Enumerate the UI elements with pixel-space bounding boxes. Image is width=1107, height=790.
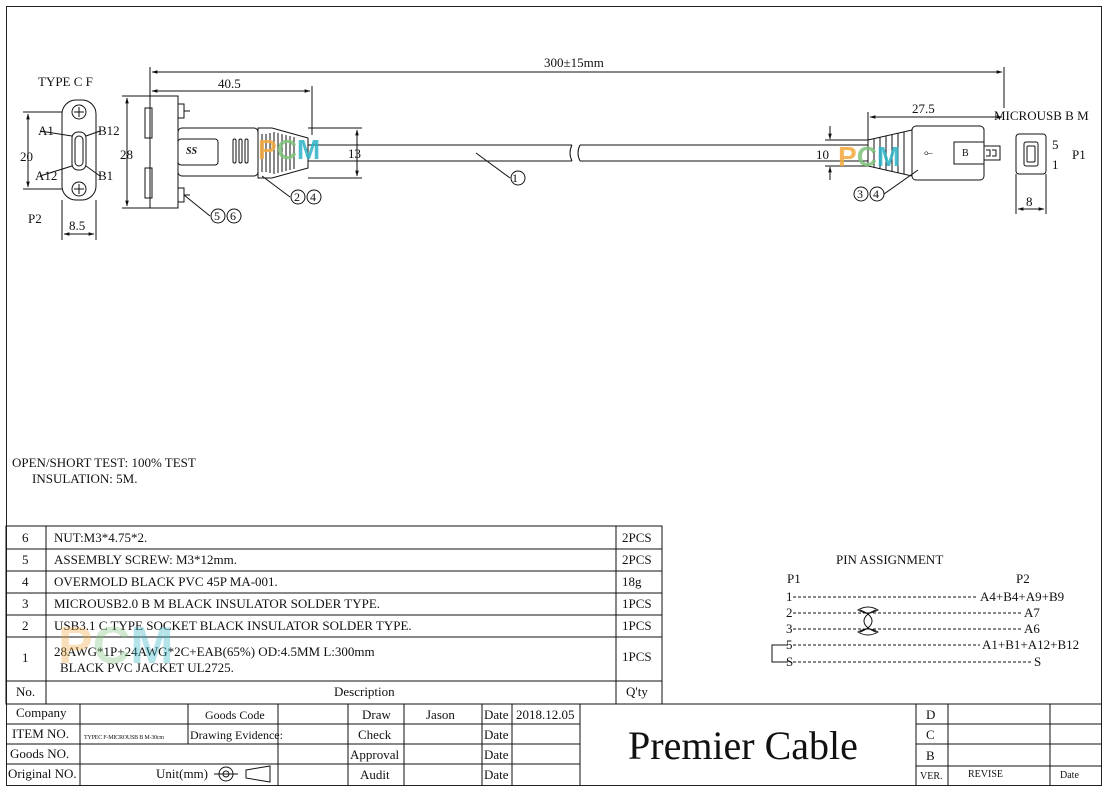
rev-c: C bbox=[926, 727, 935, 742]
callout-4b: 4 bbox=[873, 187, 879, 201]
pin-label-a12: A12 bbox=[35, 168, 58, 183]
pin-assignment-title: PIN ASSIGNMENT bbox=[836, 552, 944, 567]
pin-left-header: P1 bbox=[787, 571, 801, 586]
tb-date-1: Date bbox=[484, 707, 509, 722]
pin-label-a1: A1 bbox=[38, 123, 54, 138]
tb-goods-code: Goods Code bbox=[205, 708, 265, 722]
note-insulation: INSULATION: 5M. bbox=[32, 471, 138, 486]
brand-title: Premier Cable bbox=[628, 723, 858, 768]
bom-row-desc: 28AWG*1P+24AWG*2C+EAB(65%) OD:4.5MM L:30… bbox=[54, 644, 375, 659]
right-pin-top: 5 bbox=[1052, 137, 1059, 152]
note-test: OPEN/SHORT TEST: 100% TEST bbox=[12, 455, 196, 470]
bom-row-desc: USB3.1 C TYPE SOCKET BLACK INSULATOR SOL… bbox=[54, 618, 412, 633]
pin-line-right: A4+B4+A9+B9 bbox=[980, 589, 1065, 604]
bom-row-no: 1 bbox=[22, 650, 29, 665]
bom-row-desc: NUT:M3*4.75*2. bbox=[54, 530, 148, 545]
tb-company: Company bbox=[16, 705, 67, 720]
pin-line-left: 3 bbox=[786, 621, 793, 636]
pin-right-header: P2 bbox=[1016, 571, 1030, 586]
pin-line-left: 5 bbox=[786, 637, 793, 652]
pcm-watermark-table: PCM bbox=[58, 617, 174, 675]
tb-date-value: 2018.12.05 bbox=[516, 707, 575, 722]
dim-left-length: 40.5 bbox=[218, 76, 241, 91]
callout-1: 1 bbox=[512, 171, 518, 185]
dim-overall: 300±15mm bbox=[544, 55, 604, 70]
usb-icon: ⟜ bbox=[924, 147, 933, 159]
pcm-watermark-left: PCM bbox=[258, 134, 321, 165]
rev-b: B bbox=[926, 748, 935, 763]
tb-date-3: Date bbox=[484, 747, 509, 762]
tb-original-no: Original NO. bbox=[8, 766, 77, 781]
pin-line-right: A6 bbox=[1024, 621, 1040, 636]
pin-line-right: A1+B1+A12+B12 bbox=[982, 637, 1080, 652]
tb-unit: Unit(mm) bbox=[156, 766, 208, 781]
tb-check: Check bbox=[358, 727, 392, 742]
rev-revise: REVISE bbox=[968, 769, 1003, 780]
rev-d: D bbox=[926, 707, 936, 722]
dim-left-body-height: 28 bbox=[120, 147, 133, 162]
bom-row-no: 6 bbox=[22, 530, 29, 545]
bom-row-qty: 1PCS bbox=[622, 618, 652, 633]
bom-header-qty: Q'ty bbox=[626, 684, 648, 699]
pin-label-b12: B12 bbox=[98, 123, 120, 138]
right-pin-bottom: 1 bbox=[1052, 157, 1059, 172]
dim-right-length: 27.5 bbox=[912, 101, 935, 116]
dim-left-width: 8.5 bbox=[69, 218, 86, 233]
bom-row-qty: 2PCS bbox=[622, 530, 652, 545]
pin-label-b1: B1 bbox=[98, 168, 114, 183]
tb-item-value: TYPEC F-MICROUSB B M-30cm bbox=[84, 735, 164, 741]
usb-ss-logo: SS bbox=[186, 146, 198, 157]
tb-audit: Audit bbox=[360, 767, 390, 782]
callout-6: 6 bbox=[230, 209, 236, 223]
left-port-label: P2 bbox=[28, 211, 42, 226]
micro-b-letter: B bbox=[962, 148, 969, 159]
tb-draw: Draw bbox=[362, 707, 391, 722]
bom-header-desc: Description bbox=[334, 684, 395, 699]
pin-line-right: A7 bbox=[1024, 605, 1040, 620]
bom-row-desc: OVERMOLD BLACK PVC 45P MA-001. bbox=[54, 574, 278, 589]
dim-right-width: 8 bbox=[1026, 194, 1033, 209]
tb-date-2: Date bbox=[484, 727, 509, 742]
tb-goods-no: Goods NO. bbox=[10, 746, 70, 761]
bom-row-no: 5 bbox=[22, 552, 29, 567]
tb-item-no: ITEM NO. bbox=[12, 726, 70, 741]
pcm-watermark-right: PCM bbox=[838, 141, 901, 172]
bom-row-qty: 1PCS bbox=[622, 596, 652, 611]
right-connector-label: MICROUSB B M bbox=[994, 108, 1089, 123]
tb-date-4: Date bbox=[484, 767, 509, 782]
pin-line-right: S bbox=[1034, 654, 1042, 669]
bom-row-desc: MICROUSB2.0 B M BLACK INSULATOR SOLDER T… bbox=[54, 596, 381, 611]
bom-row-desc2: BLACK PVC JACKET UL2725. bbox=[60, 660, 234, 675]
bom-row-desc: ASSEMBLY SCREW: M3*12mm. bbox=[54, 552, 238, 567]
callout-4a: 4 bbox=[310, 190, 316, 204]
dim-left-height: 20 bbox=[20, 149, 33, 164]
tb-drawing-evidence: Drawing Evidence: bbox=[190, 728, 283, 742]
left-connector-label: TYPE C F bbox=[38, 74, 93, 89]
rev-date: Date bbox=[1060, 770, 1079, 781]
dim-left-mold-height: 13 bbox=[348, 146, 361, 161]
bom-row-no: 4 bbox=[22, 574, 29, 589]
right-port-label: P1 bbox=[1072, 147, 1086, 162]
bom-row-no: 3 bbox=[22, 596, 29, 611]
pin-line-left: S bbox=[786, 654, 794, 669]
dim-right-mold-height: 10 bbox=[816, 147, 829, 162]
callout-5: 5 bbox=[214, 209, 220, 223]
drawing-frame bbox=[6, 6, 1102, 786]
tb-drawer: Jason bbox=[426, 707, 455, 722]
bom-row-qty: 2PCS bbox=[622, 552, 652, 567]
callout-3: 3 bbox=[857, 187, 863, 201]
bom-header-no: No. bbox=[16, 684, 36, 699]
bom-row-qty: 1PCS bbox=[622, 649, 652, 664]
bom-row-no: 2 bbox=[22, 618, 29, 633]
pin-line-left: 2 bbox=[786, 605, 793, 620]
rev-ver: VER. bbox=[920, 771, 943, 782]
pin-line-left: 1 bbox=[786, 589, 793, 604]
bom-row-qty: 18g bbox=[622, 574, 642, 589]
callout-2: 2 bbox=[294, 190, 300, 204]
tb-approval: Approval bbox=[350, 747, 400, 762]
